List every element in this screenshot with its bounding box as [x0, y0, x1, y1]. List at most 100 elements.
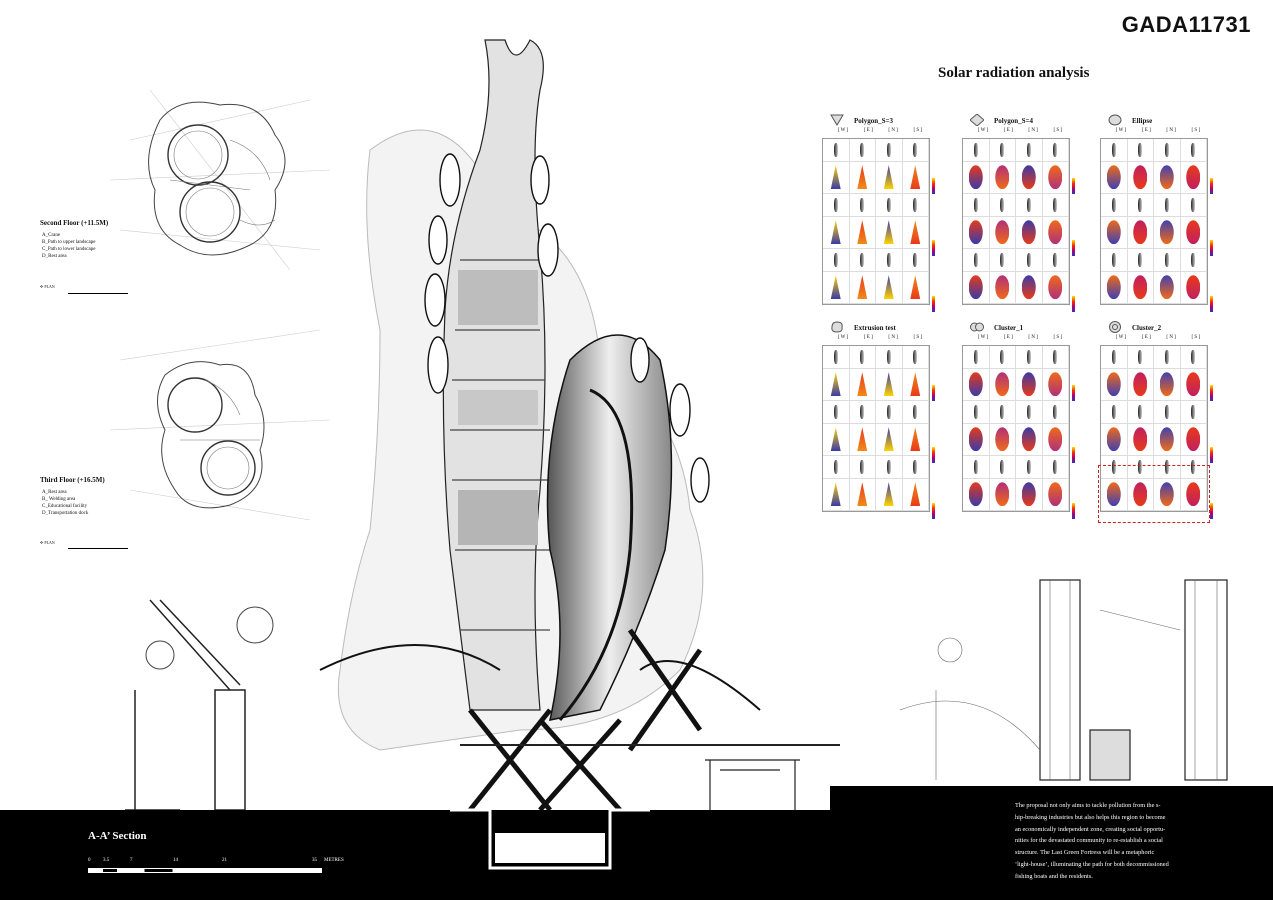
radiation-cell — [1154, 216, 1181, 249]
radiation-cell — [1180, 456, 1207, 479]
plan-scale-bar — [68, 293, 128, 296]
radiation-cell — [1127, 139, 1154, 162]
radiation-cell — [1042, 346, 1069, 369]
color-scale — [1072, 447, 1075, 463]
radiation-cell — [823, 249, 850, 272]
radiation-cell — [1042, 401, 1069, 424]
radiation-cell — [823, 271, 850, 304]
triangle-icon — [830, 114, 844, 126]
radiation-cell — [1154, 423, 1181, 456]
radiation-cell — [1154, 271, 1181, 304]
solar-panel: Polygon_S=3[ W ][ E ][ N ][ S ] — [822, 114, 937, 318]
orientation-label: [ W ] — [977, 335, 989, 340]
radiation-cell — [902, 271, 929, 304]
radiation-grid — [962, 138, 1070, 305]
radiation-grid — [1100, 345, 1208, 512]
radiation-cell — [1154, 139, 1181, 162]
north-arrow-icon: ✣ PLAN — [40, 284, 55, 289]
radiation-cell — [1016, 139, 1043, 162]
radiation-cell — [1154, 194, 1181, 217]
radiation-cell — [1180, 194, 1207, 217]
radiation-cell — [989, 346, 1016, 369]
radiation-cell — [1016, 194, 1043, 217]
solar-panel-title: Cluster_2 — [1132, 324, 1162, 332]
radiation-cell — [849, 249, 876, 272]
orientation-header: [ W ][ E ][ N ][ S ] — [970, 128, 1070, 133]
radiation-cell — [1127, 249, 1154, 272]
description-line: The proposal not only aims to tackle pol… — [1015, 802, 1161, 809]
ground-band-raised — [830, 786, 1273, 816]
radiation-cell — [1042, 194, 1069, 217]
orientation-label: [ N ] — [888, 335, 898, 340]
radiation-cell — [1042, 216, 1069, 249]
radiation-cell — [1154, 368, 1181, 401]
radiation-cell — [1154, 161, 1181, 194]
orientation-label: [ W ] — [977, 128, 989, 133]
radiation-cell — [1180, 271, 1207, 304]
solar-panel: Cluster_2[ W ][ E ][ N ][ S ] — [1098, 321, 1215, 525]
solar-panel-title: Ellipse — [1132, 117, 1153, 125]
second-floor-legend: A_Crane B_Path to upper landscape C_Path… — [42, 232, 95, 260]
radiation-cell — [902, 139, 929, 162]
color-scale — [1072, 178, 1075, 194]
legend-item: A_Crane — [42, 233, 61, 238]
description-line: fishing boats and the residents. — [1015, 872, 1093, 880]
plan-label: PLAN — [44, 540, 55, 545]
radiation-cell — [849, 456, 876, 479]
radiation-cell — [1042, 423, 1069, 456]
color-scale — [1072, 296, 1075, 312]
orientation-header: [ W ][ E ][ N ][ S ] — [1108, 128, 1208, 133]
radiation-cell — [1101, 271, 1128, 304]
radiation-cell — [1180, 346, 1207, 369]
radiation-cell — [876, 161, 903, 194]
radiation-cell — [902, 401, 929, 424]
radiation-cell — [989, 401, 1016, 424]
legend-item: D_Rest area — [42, 254, 67, 259]
radiation-cell — [823, 216, 850, 249]
orientation-label: [ S ] — [1191, 335, 1201, 340]
orientation-label: [ E ] — [1141, 128, 1151, 133]
radiation-grid — [822, 345, 930, 512]
description-line: structure. The Last Green Fortress will … — [1015, 849, 1155, 857]
concentric-circle-icon — [1109, 321, 1121, 333]
radiation-cell — [989, 478, 1016, 511]
radiation-cell — [1154, 478, 1181, 511]
color-scale — [1210, 385, 1213, 401]
orientation-label: [ S ] — [913, 335, 923, 340]
radiation-cell — [876, 368, 903, 401]
orientation-label: [ N ] — [888, 128, 898, 133]
radiation-cell — [876, 478, 903, 511]
orientation-label: [ S ] — [1053, 128, 1063, 133]
orientation-label: [ W ] — [837, 128, 849, 133]
radiation-cell — [902, 161, 929, 194]
radiation-cell — [1016, 423, 1043, 456]
solar-panel: Ellipse [ W ][ E ][ N ][ S ] — [1100, 114, 1215, 318]
radiation-cell — [1127, 423, 1154, 456]
legend-item: C_Educational facility — [42, 504, 88, 509]
color-scale — [1210, 447, 1213, 463]
color-scale — [932, 240, 935, 256]
radiation-cell — [1042, 139, 1069, 162]
radiation-cell — [1154, 346, 1181, 369]
radiation-cell — [1101, 423, 1128, 456]
radiation-cell — [1101, 456, 1128, 479]
radiation-cell — [876, 401, 903, 424]
legend-item: B_ Welding area — [42, 497, 76, 502]
orientation-label: [ E ] — [1003, 335, 1013, 340]
radiation-cell — [1101, 139, 1128, 162]
radiation-cell — [989, 456, 1016, 479]
scale-tick: 14 — [173, 858, 178, 863]
color-scale — [932, 503, 935, 519]
radiation-grid — [962, 345, 1070, 512]
third-floor-title: Third Floor (+16.5M) — [40, 476, 105, 484]
radiation-cell — [1154, 401, 1181, 424]
radiation-cell — [1042, 271, 1069, 304]
radiation-cell — [1180, 401, 1207, 424]
radiation-cell — [823, 346, 850, 369]
plan-scale-bar — [68, 548, 128, 551]
description-line: hip-breaking industries but also helps t… — [1015, 813, 1166, 821]
blob-icon — [831, 321, 843, 333]
radiation-cell — [823, 478, 850, 511]
gantry-cranes-drawing — [900, 579, 1228, 781]
radiation-cell — [989, 249, 1016, 272]
